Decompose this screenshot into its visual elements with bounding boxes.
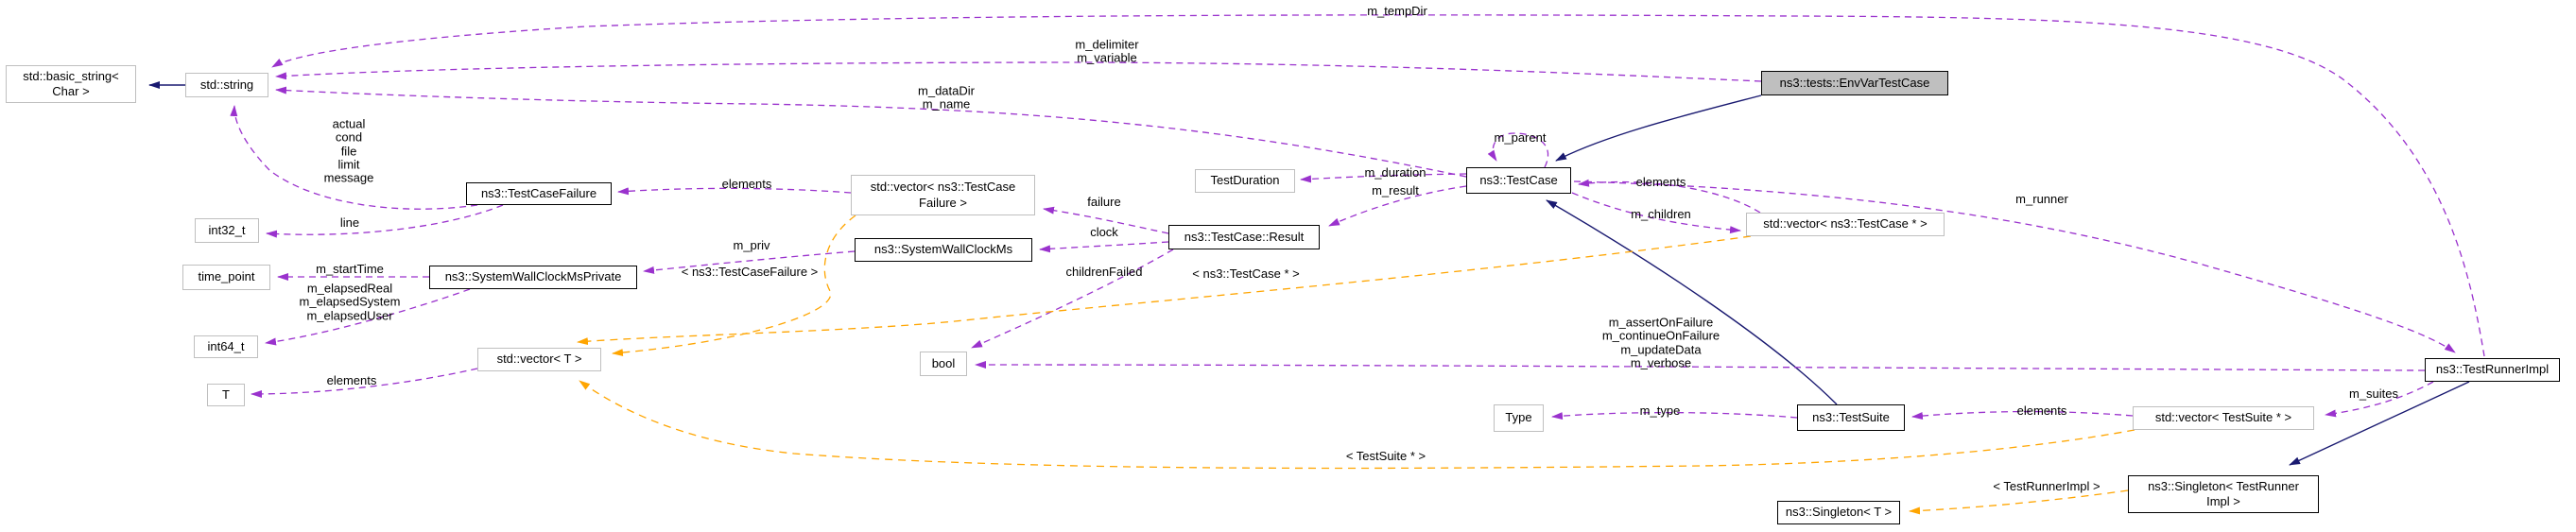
node-systemwallclockms[interactable]: ns3::SystemWallClockMs bbox=[855, 238, 1032, 262]
node-std-basic-string[interactable]: std::basic_string< Char > bbox=[6, 65, 136, 103]
edge-m-tempDir bbox=[271, 14, 2485, 357]
edge-template-vector-tc bbox=[577, 235, 1752, 346]
edge-elements-vector-ts bbox=[1911, 410, 2134, 420]
edge-clock bbox=[1039, 241, 1169, 253]
node-std-vector-testcasefailure[interactable]: std::vector< ns3::TestCase Failure > bbox=[851, 175, 1035, 215]
edge-m-duration bbox=[1300, 173, 1467, 183]
node-type[interactable]: Type bbox=[1494, 404, 1544, 432]
edge-m-parent-loop bbox=[1487, 132, 1549, 168]
edge-failure bbox=[1043, 206, 1169, 234]
edge-actual-cond-file-limit-message bbox=[230, 105, 478, 210]
edge-testrunnerimpl-inherits-singleton bbox=[2289, 381, 2470, 466]
node-testsuite[interactable]: ns3::TestSuite bbox=[1797, 404, 1905, 431]
node-int64-t[interactable]: int64_t bbox=[194, 335, 258, 358]
edge-m-children bbox=[1571, 192, 1741, 234]
edge-m-delimiter-variable bbox=[275, 61, 1762, 82]
node-testcase[interactable]: ns3::TestCase bbox=[1466, 167, 1571, 194]
edge-elements-vector-t bbox=[251, 368, 478, 398]
edge-template-singleton bbox=[1909, 489, 2129, 515]
edge-template-vector-ts bbox=[579, 380, 2135, 470]
node-envvartestcase[interactable]: ns3::tests::EnvVarTestCase bbox=[1761, 71, 1948, 95]
node-systemwallclockmsprivate[interactable]: ns3::SystemWallClockMsPrivate bbox=[429, 266, 637, 289]
edge-m-runner bbox=[1573, 180, 2456, 353]
edge-m-dataDir-name bbox=[275, 86, 1467, 178]
node-bool[interactable]: bool bbox=[920, 352, 967, 376]
edge-line bbox=[266, 204, 504, 238]
node-singleton-t[interactable]: ns3::Singleton< T > bbox=[1777, 501, 1900, 524]
node-testduration[interactable]: TestDuration bbox=[1195, 169, 1295, 193]
edge-elements-vector-tcf bbox=[617, 187, 852, 196]
node-testcasefailure[interactable]: ns3::TestCaseFailure bbox=[466, 182, 612, 205]
node-singleton-testrunnerimpl[interactable]: ns3::Singleton< TestRunner Impl > bbox=[2128, 475, 2319, 513]
node-testcase-result[interactable]: ns3::TestCase::Result bbox=[1168, 225, 1320, 249]
node-std-vector-testcase-ptr[interactable]: std::vector< ns3::TestCase * > bbox=[1746, 213, 1945, 236]
edge-elements-vector-tc bbox=[1578, 179, 1761, 214]
node-time-point[interactable]: time_point bbox=[182, 265, 270, 290]
node-int32-t[interactable]: int32_t bbox=[195, 218, 259, 243]
edge-testsuite-inherits-testcase bbox=[1546, 199, 1838, 405]
edge-m-type bbox=[1551, 411, 1798, 420]
node-std-vector-testsuite-ptr[interactable]: std::vector< TestSuite * > bbox=[2133, 406, 2314, 430]
edge-m-elapsed bbox=[265, 288, 471, 346]
node-t[interactable]: T bbox=[207, 384, 245, 406]
node-std-string[interactable]: std::string bbox=[185, 73, 268, 97]
edge-m-suites bbox=[2325, 381, 2434, 418]
edge-m-priv bbox=[643, 250, 856, 274]
node-testrunnerimpl[interactable]: ns3::TestRunnerImpl bbox=[2425, 358, 2560, 382]
edge-childrenFailed bbox=[971, 249, 1174, 349]
edge-template-vector-tcf bbox=[612, 215, 856, 357]
edge-envvartestcase-inherits-testcase bbox=[1555, 94, 1762, 162]
node-std-vector-t[interactable]: std::vector< T > bbox=[477, 348, 601, 371]
edge-tri-bools bbox=[975, 361, 2426, 371]
edge-m-result bbox=[1328, 185, 1467, 227]
